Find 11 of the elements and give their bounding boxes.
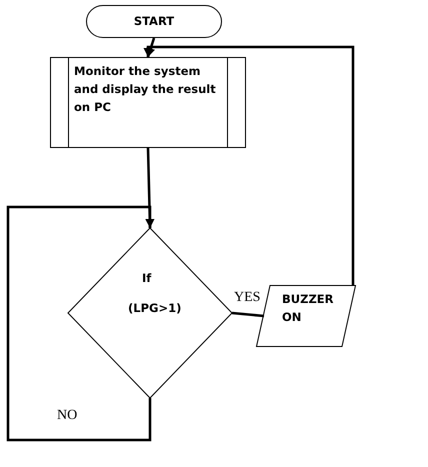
node-text: If <box>142 270 152 287</box>
arrow <box>144 46 354 285</box>
decision-diamond <box>68 228 232 398</box>
arrow <box>6 206 154 442</box>
arrow <box>146 38 156 58</box>
start-terminal <box>86 5 222 38</box>
node-text: START <box>132 13 176 30</box>
node-text: (LPG>1) <box>128 300 182 317</box>
node-text: Monitor the system and display the result on PC <box>74 63 217 116</box>
process-box <box>50 57 246 148</box>
node-text: BUZZER ON <box>282 291 334 326</box>
